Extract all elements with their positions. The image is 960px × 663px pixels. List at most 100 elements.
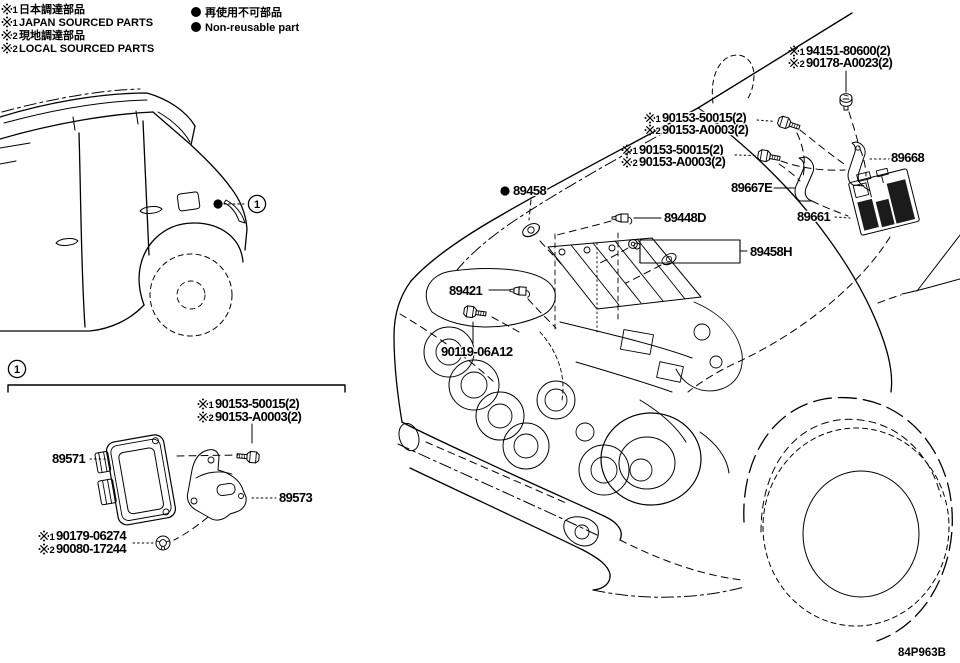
part-number-89573[interactable]: 89573 — [278, 489, 315, 507]
reference-mark-icon — [620, 155, 634, 169]
inset-bracket-89573: 89573 — [173, 449, 315, 541]
part-number-94151-80600[interactable]: 94151-80600(2) — [805, 42, 892, 60]
part-number-90179-06274[interactable]: 90179-06274 — [55, 527, 129, 545]
view-marker-number[interactable]: 1 — [254, 199, 260, 211]
part-number-90153-A0003[interactable]: 90153-A0003(2) — [638, 153, 728, 171]
non-reusable-dot-icon — [191, 22, 201, 32]
bell-housing — [600, 412, 702, 506]
legend-non-reusable: 再使用不可部品 Non-reusable part — [191, 4, 300, 35]
part-ref-num: 1 — [656, 114, 662, 125]
part-number-89458[interactable]: 89458 — [512, 182, 549, 200]
part-number-89448D[interactable]: 89448D — [663, 209, 708, 227]
part-number-89667E[interactable]: 89667E — [730, 179, 775, 197]
callout-sensor-89421: 89421 — [448, 282, 557, 329]
part-ref-num: 1 — [50, 532, 56, 543]
bolt-icon — [236, 449, 260, 464]
part-ref-num: 1 — [209, 400, 215, 411]
part-number-90119-06A12[interactable]: 90119-06A12 — [440, 343, 515, 361]
assembly-dash-line — [863, 186, 873, 193]
reference-mark-icon — [620, 143, 634, 157]
callout-knock-sensor-89458: 89458 — [500, 182, 563, 266]
part-ref-num: 2 — [656, 126, 661, 137]
leader-line — [528, 199, 532, 221]
reference-mark-icon — [0, 2, 14, 16]
legend-note-jp: 日本調達部品 — [19, 2, 85, 16]
fuel-door — [176, 191, 201, 212]
front-tire — [762, 427, 950, 627]
ecu-icon — [848, 167, 920, 236]
part-number-90153-A0003[interactable]: 90153-A0003(2) — [214, 408, 304, 426]
inset-bracket-line — [7, 384, 346, 393]
callout-fastener-94151: 1 94151-80600(2) 2 90178-A0023(2) — [787, 42, 895, 177]
view-marker-circle[interactable] — [247, 194, 267, 214]
callout-bolt-90153-a: 1 90153-50015(2) 2 90153-A0003(2) — [643, 109, 845, 177]
reference-mark-icon — [37, 542, 51, 556]
part-number-90153-A0003[interactable]: 90153-A0003(2) — [661, 121, 751, 139]
non-reusable-dot-icon — [191, 7, 201, 17]
rear-vehicle-art — [0, 88, 248, 337]
legend-non-reusable-en: Non-reusable part — [205, 22, 299, 34]
bolt-icon — [839, 93, 853, 111]
legend-note-num: 2 — [13, 44, 18, 55]
non-reusable-dot-icon — [500, 186, 510, 196]
front-wheel-arch — [743, 397, 953, 642]
sensor-location-dot — [213, 199, 223, 209]
callout-bracket-89667e: 89667E — [730, 156, 849, 217]
front-wheel-rim — [802, 470, 920, 598]
figure-code: 84P963B — [898, 647, 946, 659]
assembly-dash-line — [527, 298, 557, 329]
assembly-dash-line — [687, 236, 891, 393]
assembly-dash-line — [796, 129, 845, 177]
engine-art — [423, 232, 743, 496]
legend-note-num: 1 — [13, 18, 19, 29]
part-number-90153-50015[interactable]: 90153-50015(2) — [638, 141, 725, 159]
part-number-90153-50015[interactable]: 90153-50015(2) — [214, 395, 301, 413]
reference-mark-icon — [643, 123, 657, 137]
part-ref-num: 1 — [633, 146, 639, 157]
callout-inset-nut: 1 90179-06274 2 90080-17244 — [37, 527, 171, 558]
inset-ecu-89571: 89571 — [51, 434, 239, 526]
bracket-icon — [794, 156, 815, 202]
callout-bolt-90153-b: 1 90153-50015(2) 2 90153-A0003(2) — [620, 141, 846, 182]
part-number-89668[interactable]: 89668 — [890, 149, 927, 167]
part-number-89458H[interactable]: 89458H — [749, 243, 794, 261]
legend-note-num: 2 — [13, 31, 18, 42]
reference-mark-icon — [0, 28, 14, 42]
part-ref-num: 2 — [633, 158, 638, 169]
assembly-dash-line — [491, 316, 520, 333]
part-number-89421[interactable]: 89421 — [448, 282, 485, 300]
part-number-89571[interactable]: 89571 — [51, 450, 88, 468]
sensor-icon — [509, 285, 531, 298]
reference-mark-icon — [643, 111, 657, 125]
part-number-90178-A0023[interactable]: 90178-A0023(2) — [805, 54, 895, 72]
callout-inset-bolt-90153: 1 90153-50015(2) 2 90153-A0003(2) — [196, 395, 304, 464]
leader-line — [756, 119, 776, 122]
assembly-dash-line — [539, 240, 563, 266]
callout-bolt-90119: 90119-06A12 — [440, 304, 520, 361]
grommet-icon — [628, 239, 638, 249]
part-ref-num: 2 — [209, 413, 214, 424]
reference-mark-icon — [37, 529, 51, 543]
front-bumper — [401, 421, 622, 541]
assembly-dash-line — [556, 220, 612, 236]
assembly-dash-line — [176, 454, 239, 457]
front-vehicle-art — [393, 12, 960, 642]
fog-lamp-pocket — [563, 516, 599, 547]
part-ref-num: 2 — [800, 59, 805, 70]
part-number-89661[interactable]: 89661 — [796, 208, 833, 226]
assembly-dash-line — [848, 111, 867, 177]
inset-detail-view: 1 1 90153-50015(2) 2 90153-A0003(2) — [7, 359, 346, 558]
reference-mark-icon — [0, 41, 14, 55]
callout-view-marker-rear: 1 — [213, 194, 267, 214]
part-number-90153-50015[interactable]: 90153-50015(2) — [661, 109, 748, 127]
part-number-90080-17244[interactable]: 90080-17244 — [55, 540, 129, 558]
legend-non-reusable-jp: 再使用不可部品 — [205, 5, 282, 19]
leader-line — [734, 154, 756, 156]
view-marker-number[interactable]: 1 — [14, 364, 20, 376]
nut-icon — [155, 535, 171, 551]
view-marker-circle[interactable] — [7, 359, 27, 379]
reference-mark-icon — [196, 410, 210, 424]
rear-wheel — [149, 253, 233, 337]
valve-cover — [547, 237, 702, 310]
